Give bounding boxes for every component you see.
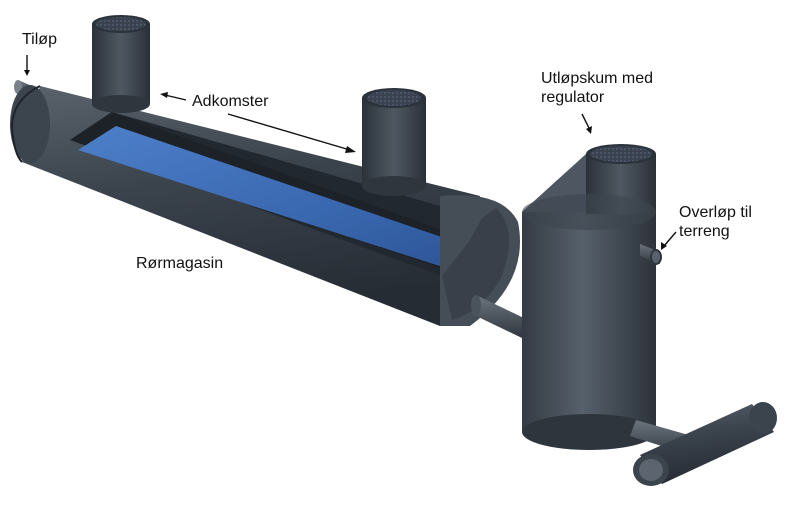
outlet-well <box>522 144 656 450</box>
annotation-arrows <box>24 55 677 250</box>
access-shaft-right <box>362 88 426 196</box>
connecting-pipe <box>471 295 528 338</box>
water-surface <box>78 126 468 268</box>
pipe-magazine-label: Rørmagasin <box>136 255 224 272</box>
access-label: Adkomster <box>192 93 269 110</box>
overflow-stub <box>640 244 662 265</box>
outlet-well-label-line2: regulator <box>541 89 605 106</box>
outlet-well-label-line1: Utløpskum med <box>541 70 654 87</box>
shaft-lid <box>96 17 146 31</box>
access-shaft-left <box>92 15 150 113</box>
access-arrow-left <box>164 94 187 101</box>
shaft-lid <box>367 90 421 106</box>
outlet-pipe <box>630 402 777 486</box>
access-arrow-right <box>227 113 351 151</box>
outlet-arrow <box>581 113 591 131</box>
overflow-label-line1: Overløp til <box>679 204 752 221</box>
inlet-label: Tiløp <box>22 31 57 48</box>
well-lid <box>590 146 652 162</box>
overflow-arrow <box>663 231 677 247</box>
pipe-magazine <box>10 85 520 326</box>
overflow-label-line2: terreng <box>679 223 730 240</box>
